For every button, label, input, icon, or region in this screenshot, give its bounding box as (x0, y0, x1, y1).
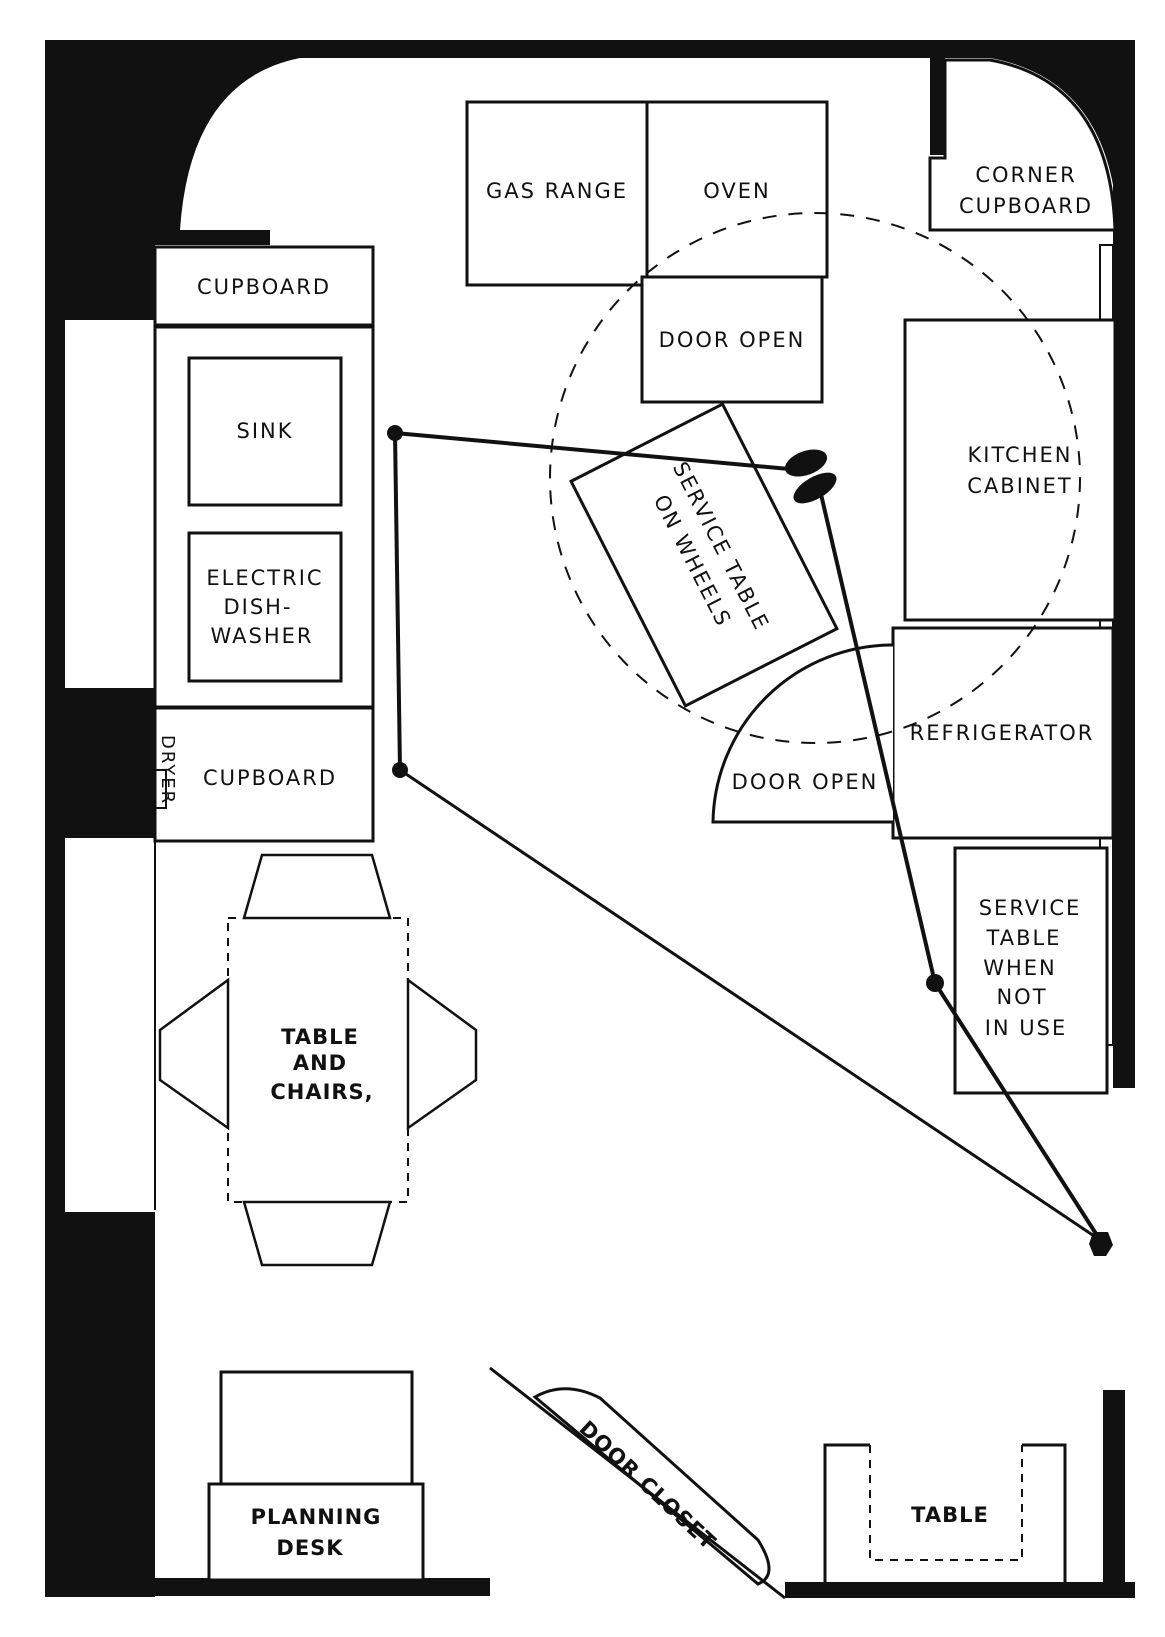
svg-text:CHAIRS,: CHAIRS, (270, 1080, 373, 1104)
svg-text:CUPBOARD: CUPBOARD (203, 766, 337, 790)
electric-dishwasher: ELECTRIC DISH- WASHER (187, 531, 343, 683)
oven: OVEN (645, 100, 829, 279)
svg-text:DISH-: DISH- (223, 595, 292, 619)
svg-text:DESK: DESK (276, 1536, 343, 1560)
planning-desk: PLANNING DESK (207, 1370, 425, 1582)
table-bottom-right: TABLE (823, 1443, 1067, 1582)
svg-text:SERVICE: SERVICE (979, 896, 1082, 920)
svg-text:NOT: NOT (996, 985, 1047, 1009)
svg-text:WHEN: WHEN (983, 956, 1057, 980)
svg-text:CABINET: CABINET (967, 474, 1072, 498)
svg-text:WASHER: WASHER (211, 624, 314, 648)
svg-text:TABLE: TABLE (281, 1025, 359, 1049)
svg-text:CUPBOARD: CUPBOARD (197, 275, 331, 299)
service-table-storage: SERVICE TABLE WHEN NOT IN USE (953, 846, 1109, 1095)
corner-cupboard: CORNER CUPBOARD (928, 58, 1117, 232)
turning-circle (549, 212, 1081, 744)
svg-text:PLANNING: PLANNING (251, 1505, 382, 1529)
svg-text:IN USE: IN USE (985, 1016, 1068, 1040)
service-table-on-wheels: SERVICE TABLE ON WHEELS (569, 402, 839, 708)
gas-range: GAS RANGE (465, 100, 649, 287)
svg-text:GAS RANGE: GAS RANGE (486, 179, 628, 203)
svg-text:KITCHEN: KITCHEN (968, 443, 1073, 467)
oven-door-open: DOOR OPEN (640, 275, 824, 404)
svg-text:CORNER: CORNER (975, 163, 1076, 187)
fridge-door-open: DOOR OPEN (711, 643, 894, 824)
cupboard-lower: CUPBOARD (153, 706, 375, 843)
dryer: DRYER (155, 735, 178, 809)
svg-text:REFRIGERATOR: REFRIGERATOR (910, 721, 1095, 745)
walls (45, 40, 1135, 1598)
svg-text:SINK: SINK (236, 419, 293, 443)
svg-text:TABLE: TABLE (911, 1503, 989, 1527)
cupboard-top: CUPBOARD (153, 245, 375, 327)
refrigerator: REFRIGERATOR (891, 626, 1115, 840)
svg-text:OVEN: OVEN (703, 179, 771, 203)
kitchen-cabinet: KITCHEN CABINET (903, 318, 1117, 622)
svg-text:TABLE: TABLE (986, 926, 1062, 950)
svg-text:DOOR OPEN: DOOR OPEN (659, 328, 806, 352)
work-routes (387, 425, 1113, 1256)
sink: SINK (187, 356, 343, 507)
svg-text:AND: AND (293, 1051, 347, 1075)
table-and-chairs: TABLE AND CHAIRS, (158, 853, 478, 1267)
svg-text:ELECTRIC: ELECTRIC (206, 566, 323, 590)
svg-text:DOOR OPEN: DOOR OPEN (732, 770, 879, 794)
svg-text:CUPBOARD: CUPBOARD (959, 194, 1093, 218)
door-closet: DOOR CLOSET (489, 1366, 786, 1600)
svg-text:DRYER: DRYER (157, 735, 178, 805)
